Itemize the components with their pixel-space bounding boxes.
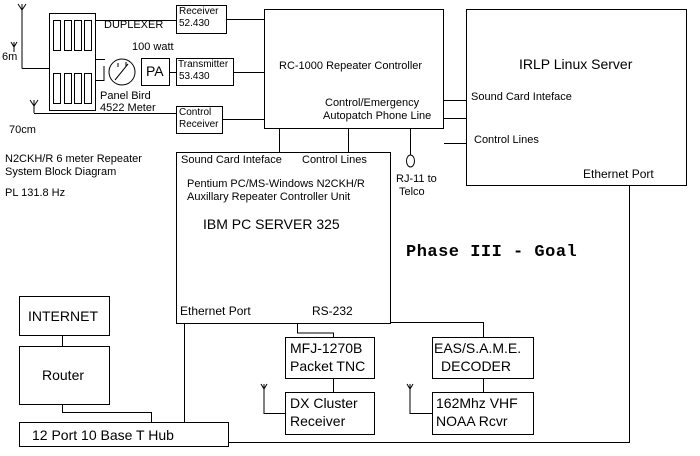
eas-box [432,337,534,379]
dx-label-2: Receiver [290,413,346,429]
antenna-70cm-label: 70cm [9,124,36,136]
dx-label-1: DX Cluster [290,395,358,411]
pc-control-lines: Control Lines [302,154,367,166]
router-box [19,346,110,405]
pl-tone: PL 131.8 Hz [5,187,66,199]
pc-ethernet: Ethernet Port [180,304,251,318]
pc-server-box [176,152,391,324]
meter-label-2: 4522 Meter [100,102,156,114]
internet-box [19,296,110,336]
antenna-6m-icon [10,3,27,52]
cavity [74,73,82,104]
receiver-label-2: 52.430 [179,18,210,29]
bird-meter-dial [108,58,136,86]
pc-sound-card: Sound Card Inteface [181,154,282,166]
eas-label-2: DECODER [441,358,512,374]
title-line-2: System Block Diagram [5,166,117,178]
irlp-title: IRLP Linux Server [519,56,633,72]
control-receiver-label-2: Receiver [179,119,219,130]
cavity [64,73,72,104]
antenna-70cm-icon [29,99,49,114]
title-line-1: N2CKH/R 6 meter Repeater [5,153,142,165]
duplexer-box [49,13,96,111]
transmitter-label-2: 53.430 [179,71,210,82]
tnc-label-1: MFJ-1270B [290,340,363,356]
pa-box [141,58,170,86]
controller-line-2: Autopatch Phone Line [323,110,432,122]
irlp-sound-card: Sound Card Inteface [471,91,572,103]
controller-line-1: Control/Emergency [325,97,420,109]
dx-box [285,392,375,435]
control-receiver-label-1: Control [179,107,212,118]
transmitter-label-1: Transmitter [178,59,229,70]
hub-label: 12 Port 10 Base T Hub [32,427,174,443]
irlp-ethernet: Ethernet Port [583,167,654,181]
noaa-box [432,392,534,435]
tnc-box [285,337,375,379]
controller-title: RC-1000 Repeater Controller [279,60,423,72]
antenna-icons [10,3,414,392]
watt-label: 100 watt [132,41,174,53]
telco-label-2: Telco [399,186,425,198]
controller-box [264,9,444,129]
cavity [74,20,82,51]
telco-label-1: RJ-11 to [396,173,437,185]
meter-label-1: Panel Bird [100,90,151,102]
cavity [64,20,72,51]
goal-heading: Phase III - Goal [406,243,578,262]
eas-label-1: EAS/S.A.M.E. [434,340,522,356]
irlp-box [466,9,687,186]
cavity [84,20,92,51]
internet-label: INTERNET [28,308,98,324]
hub-box [19,422,229,447]
transmitter-box [176,58,234,86]
pc-rs232: RS-232 [312,304,353,318]
receiver-box [176,5,227,34]
duplexer-label: DUPLEXER [104,19,164,31]
antenna-dx-icon [260,383,268,392]
cavity [53,73,61,104]
cavity [84,73,92,104]
noaa-label-2: NOAA Rcvr [436,413,508,429]
rj11-jack [406,154,415,168]
cavity [53,20,61,51]
antenna-noaa-icon [406,383,414,392]
antenna-6m-label: 6m [2,51,18,63]
control-receiver-box [176,106,223,134]
pc-desc-1: Pentium PC/MS-Windows N2CKH/R [187,178,365,190]
tnc-label-2: Packet TNC [290,358,366,374]
irlp-control-lines: Control Lines [474,134,539,146]
pc-desc-2: Auxillary Repeater Controller Unit [187,191,351,203]
noaa-label-1: 162Mhz VHF [436,395,518,411]
pa-label: PA [146,63,164,79]
router-label: Router [42,367,85,383]
pc-name: IBM PC SERVER 325 [203,216,340,232]
receiver-label-1: Receiver [179,6,219,17]
